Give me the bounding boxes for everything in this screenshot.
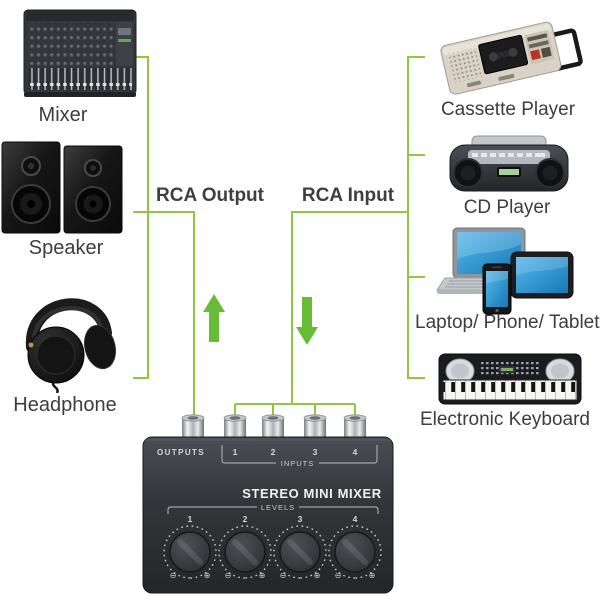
headphone-icon (25, 298, 116, 393)
rca-plug-output (181, 414, 205, 439)
rca-plug-input-2 (261, 414, 285, 439)
cd-player-icon (449, 135, 569, 192)
plus-symbol: ⊕ (369, 571, 376, 580)
input-number-2: 2 (271, 447, 276, 457)
mixing-console-icon (23, 9, 137, 97)
speaker-label: Speaker (28, 237, 104, 259)
levels-bracket (167, 506, 379, 514)
knob-number-1: 1 (188, 514, 193, 524)
cd-player-label: CD Player (463, 197, 551, 218)
rca-output-line (133, 211, 195, 418)
minus-symbol: ⊖ (225, 571, 232, 580)
level-knob-3[interactable]: ⊖ ⊕ (273, 525, 327, 580)
plus-symbol: ⊕ (314, 571, 321, 580)
inputs-label: INPUTS (281, 459, 315, 468)
down-arrow-icon (296, 297, 318, 345)
laptop-phone-tablet-icon (436, 227, 574, 315)
knob-number-4: 4 (353, 514, 358, 524)
outputs-label: OUTPUTS (157, 448, 205, 457)
rca-plug-input-1 (223, 414, 247, 439)
mixer-label: Mixer (38, 104, 88, 126)
rca-plugs (181, 414, 367, 439)
rca-input-line (291, 211, 408, 404)
inputs-bracket (221, 445, 378, 464)
level-knob-4[interactable]: ⊖ ⊕ (328, 525, 382, 580)
rca-plug-input-4 (343, 414, 367, 439)
knob-number-2: 2 (243, 514, 248, 524)
electronic-keyboard-icon (438, 353, 582, 405)
electronic-keyboard-label: Electronic Keyboard (419, 409, 591, 430)
mixer-title: STEREO MINI MIXER (242, 486, 382, 501)
cassette-player-icon (440, 21, 583, 95)
rca-output-label: RCA Output (156, 185, 264, 206)
input-number-4: 4 (353, 447, 358, 457)
minus-symbol: ⊖ (335, 571, 342, 580)
minus-symbol: ⊖ (170, 571, 177, 580)
cassette-player-label: Cassette Player (440, 99, 576, 120)
right-bracket-line (407, 56, 425, 379)
headphone-label: Headphone (13, 394, 117, 416)
stereo-mini-mixer-device: OUTPUTS 1 2 3 4 INPUTS STEREO MINI MIXER… (142, 414, 394, 594)
input-number-1: 1 (233, 447, 238, 457)
input-number-3: 3 (313, 447, 318, 457)
level-knob-2[interactable]: ⊖ ⊕ (218, 525, 272, 580)
plus-symbol: ⊕ (259, 571, 266, 580)
levels-label: LEVELS (261, 503, 295, 512)
laptop-phone-tablet-label: Laptop/ Phone/ Tablet (415, 312, 600, 333)
rca-plug-input-3 (303, 414, 327, 439)
speaker-icon (1, 141, 123, 234)
up-arrow-icon (203, 294, 225, 342)
knob-number-3: 3 (298, 514, 303, 524)
minus-symbol: ⊖ (280, 571, 287, 580)
rca-input-label: RCA Input (301, 185, 395, 206)
level-knob-1[interactable]: ⊖ ⊕ (163, 525, 217, 580)
plus-symbol: ⊕ (204, 571, 211, 580)
left-bracket-line (133, 56, 149, 379)
